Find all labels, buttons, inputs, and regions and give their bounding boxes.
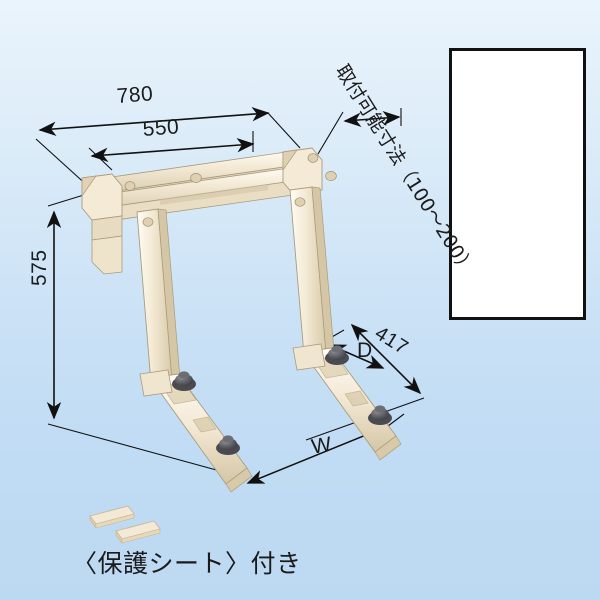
dimension-label-550: 550 — [141, 115, 181, 141]
foot-arm-left — [139, 369, 253, 493]
dimension-label-780: 780 — [115, 82, 155, 108]
adjustment-knob-right-upper — [325, 345, 349, 365]
dimension-mount-gap — [317, 108, 402, 155]
wall-bracket-right — [282, 147, 337, 195]
inset-installation-view — [449, 48, 586, 320]
wall-bracket-left — [81, 173, 202, 275]
dimension-780 — [35, 107, 301, 189]
foot-arm-right — [292, 343, 402, 461]
protective-sheet-1 — [89, 505, 135, 530]
dimension-550 — [88, 131, 255, 171]
adjustment-knob-left-lower — [216, 435, 240, 455]
protective-sheet-2 — [115, 520, 161, 545]
protective-sheet-note: 〈保護シート〉付き — [72, 549, 302, 578]
vertical-leg-right — [289, 186, 335, 356]
dimension-label-D: D — [357, 339, 373, 362]
adjustment-knob-left-upper — [172, 371, 196, 391]
dimension-label-W: W — [309, 432, 334, 459]
dimension-label-575: 575 — [28, 249, 51, 286]
adjustment-knob-right-lower — [368, 405, 392, 425]
vertical-leg-left — [136, 208, 181, 384]
bracket-assembly — [81, 147, 402, 493]
